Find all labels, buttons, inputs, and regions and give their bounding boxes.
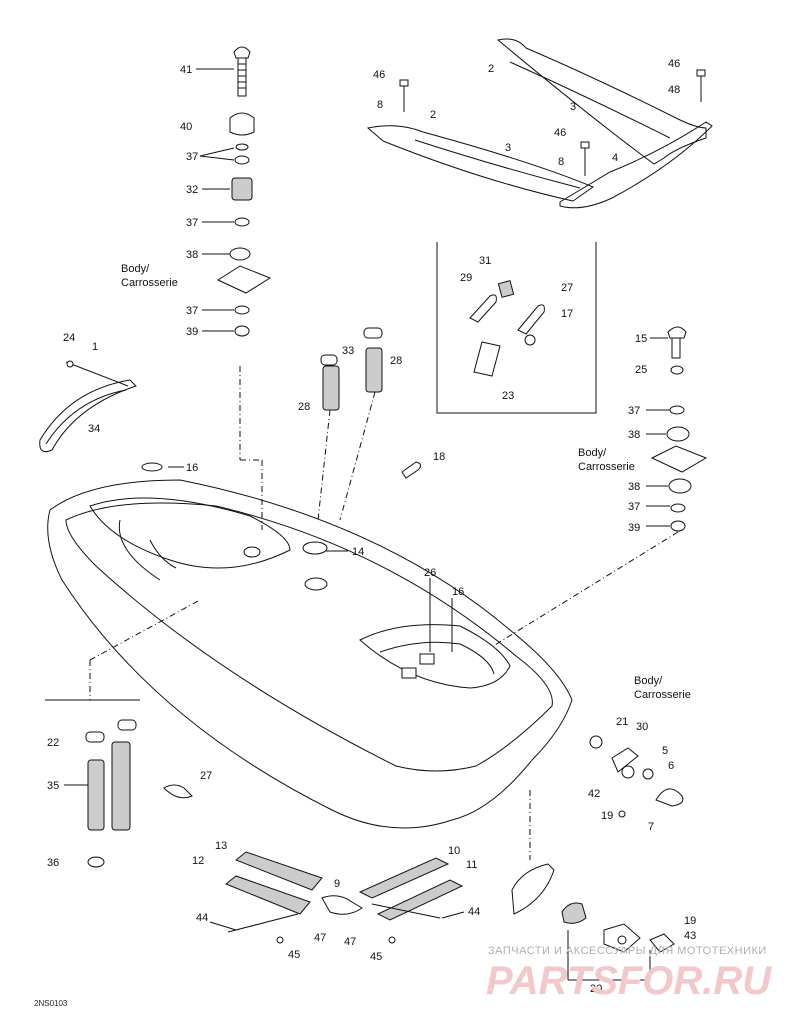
callout: 47	[314, 932, 326, 944]
spacer-part	[231, 177, 253, 201]
grommet-tubes	[317, 327, 422, 521]
callout: 3	[505, 142, 511, 154]
callout: 23	[502, 390, 514, 402]
callout: 40	[180, 121, 192, 133]
callout: 2	[430, 109, 436, 121]
body-plate-part	[216, 265, 272, 294]
rear-grip-rails	[366, 38, 713, 209]
callout: 26	[424, 567, 436, 579]
callout: 45	[370, 951, 382, 963]
bolt-shank-part	[237, 57, 247, 97]
callout: 35	[47, 780, 59, 792]
callout: 33	[342, 345, 354, 357]
watermark-logo: PARTSFOR.RU	[486, 959, 772, 1003]
callout: 9	[334, 878, 340, 890]
callout: 41	[180, 64, 192, 76]
callout: 38	[628, 429, 640, 441]
callout: 14	[352, 546, 364, 558]
callout: 37	[628, 501, 640, 513]
callout: 4	[612, 152, 618, 164]
callout: 8	[558, 156, 564, 168]
body-label: Body/	[578, 447, 607, 459]
body-label: Body/	[121, 263, 150, 275]
rubber-mount-part	[229, 112, 255, 136]
callout: 16	[452, 586, 464, 598]
body-label: Carrosserie	[634, 689, 691, 701]
callout: 38	[628, 481, 640, 493]
callout: 3	[570, 101, 576, 113]
right-hardware	[589, 735, 684, 818]
callout: 20	[590, 983, 602, 995]
side-bracket	[39, 360, 137, 453]
callout: 2	[488, 63, 494, 75]
callout: 18	[433, 451, 445, 463]
callout: 16	[186, 462, 198, 474]
leader-lines	[64, 68, 670, 931]
right-mount-stack	[489, 326, 708, 649]
callout: 34	[88, 423, 100, 435]
callout: 11	[466, 859, 477, 871]
callout: 42	[588, 788, 600, 800]
left-mount-stack	[216, 46, 272, 530]
body-labels: Body/ Carrosserie Body/ Carrosserie Body…	[121, 263, 691, 701]
callout: 37	[186, 217, 198, 229]
body-label: Carrosserie	[578, 461, 635, 473]
callout: 13	[215, 840, 227, 852]
callout: 15	[635, 333, 647, 345]
callout: 46	[554, 127, 566, 139]
callout: 38	[186, 249, 198, 261]
hull-deck	[47, 479, 573, 829]
callout: 7	[648, 821, 654, 833]
clips-box	[436, 242, 597, 414]
callout: 36	[47, 857, 59, 869]
watermark-tagline: ЗАПЧАСТИ И АКСЕССУАРЫ ДЛЯ МОТОТЕХНИКИ	[488, 945, 767, 957]
callout: 19	[684, 915, 696, 927]
callout: 24	[63, 332, 75, 344]
callout: 27	[561, 282, 573, 294]
callout: 27	[200, 770, 212, 782]
callout: 30	[636, 721, 648, 733]
callout: 21	[616, 716, 628, 728]
body-label: Body/	[634, 675, 663, 687]
callout-labels: 41 40 37 32 37 38 37 39 2 3 46 8 2 3 46 …	[47, 58, 696, 995]
callout: 22	[47, 737, 59, 749]
callout: 47	[344, 936, 356, 948]
callout: 37	[186, 305, 198, 317]
callout: 10	[448, 845, 460, 857]
callout: 39	[186, 326, 198, 338]
callout: 39	[628, 522, 640, 534]
callout: 5	[662, 745, 668, 757]
callout: 1	[92, 341, 98, 353]
callout: 28	[390, 355, 402, 367]
callout: 37	[628, 405, 640, 417]
vent-tubes	[45, 599, 201, 868]
callout: 32	[186, 184, 198, 196]
callout: 46	[668, 58, 680, 70]
callout: 6	[668, 760, 674, 772]
callout: 44	[468, 906, 480, 918]
body-label: Carrosserie	[121, 277, 178, 289]
callout: 44	[196, 912, 208, 924]
callout: 43	[684, 930, 696, 942]
callout: 12	[192, 855, 204, 867]
callout: 46	[373, 69, 385, 81]
callout: 29	[460, 272, 472, 284]
callout: 19	[601, 810, 613, 822]
sponson-plates	[225, 851, 464, 944]
callout: 48	[668, 84, 680, 96]
callout: 25	[635, 364, 647, 376]
callout: 37	[186, 151, 198, 163]
callout: 17	[561, 308, 573, 320]
callout: 31	[479, 255, 491, 267]
drain-assembly	[511, 790, 675, 981]
callout: 45	[288, 949, 300, 961]
bolt-head-part	[233, 46, 251, 59]
callout: 28	[298, 401, 310, 413]
callout: 8	[377, 99, 383, 111]
drawing-code: 2NS0103	[34, 999, 68, 1008]
